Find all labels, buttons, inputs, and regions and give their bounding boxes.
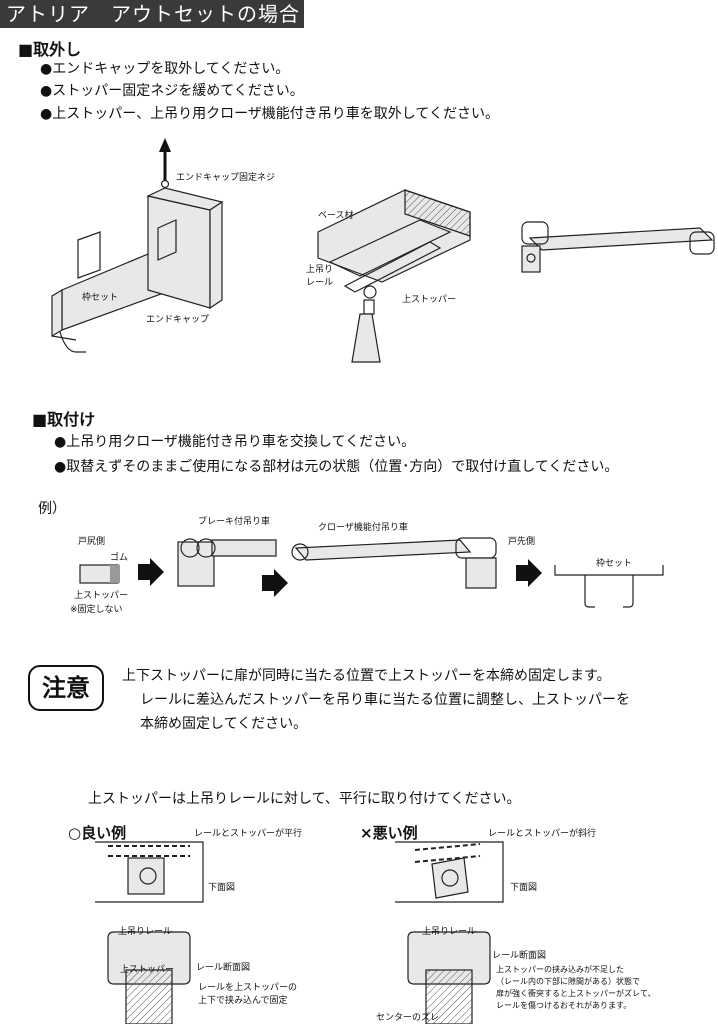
- notice-badge: 注意: [28, 665, 104, 711]
- good-note-top: レールとストッパーが平行: [194, 829, 303, 839]
- good-example-title: ○良い例: [68, 824, 127, 842]
- notice-line-2: レールに差込んだストッパーを吊り車に当たる位置に調整し、上ストッパーを: [140, 692, 630, 708]
- good-rail-label: 上吊りレール: [118, 927, 173, 937]
- label-frame-set: 枠セット: [82, 293, 119, 303]
- good-bottom-view: 下面図: [208, 883, 236, 893]
- good-hold-note: レールを上ストッパーの 上下で挟み込んで固定: [198, 983, 298, 1006]
- install-heading: ■取付け: [32, 410, 96, 429]
- roller-assembly-figure: [521, 221, 715, 273]
- label-closer-roller: クローザ機能付吊り車: [318, 523, 408, 533]
- bad-note-top: レールとストッパーが斜行: [488, 829, 597, 839]
- label-upper-rail: 上吊り レール: [306, 265, 334, 288]
- install-step-1: ●上吊り用クローザ機能付き吊り車を交換してください。: [54, 434, 416, 450]
- bad-section-label: レール断面図: [492, 951, 547, 961]
- label-end-cap: エンドキャップ: [146, 315, 210, 325]
- bad-warning: 上ストッパーの挟み込みが不足した （レール内の下部に隙間がある）状態で 扉が強く…: [496, 965, 656, 1010]
- removal-step-1: ●エンドキャップを取外してください。: [40, 61, 290, 77]
- page-title: アトリア アウトセットの場合: [0, 0, 304, 28]
- bad-example-title: ×悪い例: [360, 824, 418, 842]
- label-base-material: ベース材: [318, 211, 354, 221]
- example-label: 例）: [38, 501, 66, 517]
- label-rubber: ゴム: [110, 553, 129, 563]
- label-brake-roller: ブレーキ付吊り車: [198, 517, 271, 527]
- notice-line-3: 本締め固定してください。: [140, 716, 308, 732]
- label-example-frame-set: 枠セット: [596, 559, 633, 569]
- bad-center-shift: センターのズレ: [376, 1013, 440, 1023]
- bad-bottom-view: 下面図: [510, 883, 538, 893]
- bad-rail-label: 上吊りレール: [422, 927, 477, 937]
- good-stopper-label: 上ストッパー: [120, 965, 175, 975]
- label-door-front-side: 戸先側: [508, 537, 536, 547]
- good-section-label: レール断面図: [196, 963, 251, 973]
- label-upper-stopper: 上ストッパー: [402, 295, 457, 305]
- removal-heading: ■取外し: [18, 40, 82, 59]
- removal-step-2: ●ストッパー固定ネジを緩めてください。: [40, 83, 304, 99]
- label-end-cap-screw: エンドキャップ固定ネジ: [176, 173, 276, 183]
- label-not-fixed: ※固定しない: [70, 605, 123, 615]
- label-example-upper-stopper: 上ストッパー: [74, 591, 129, 601]
- install-step-2: ●取替えずそのままご使用になる部材は元の状態（位置･方向）で取付け直してください…: [54, 459, 619, 475]
- notice-line-1: 上下ストッパーに扉が同時に当たる位置で上ストッパーを本締め固定します。: [122, 668, 611, 684]
- label-door-back-side: 戸尻側: [78, 537, 106, 547]
- removal-step-3: ●上ストッパー、上吊り用クローザ機能付き吊り車を取外してください。: [40, 106, 499, 122]
- example-row: [79, 537, 664, 608]
- parallel-instruction: 上ストッパーは上吊りレールに対して、平行に取り付けてください。: [88, 791, 521, 807]
